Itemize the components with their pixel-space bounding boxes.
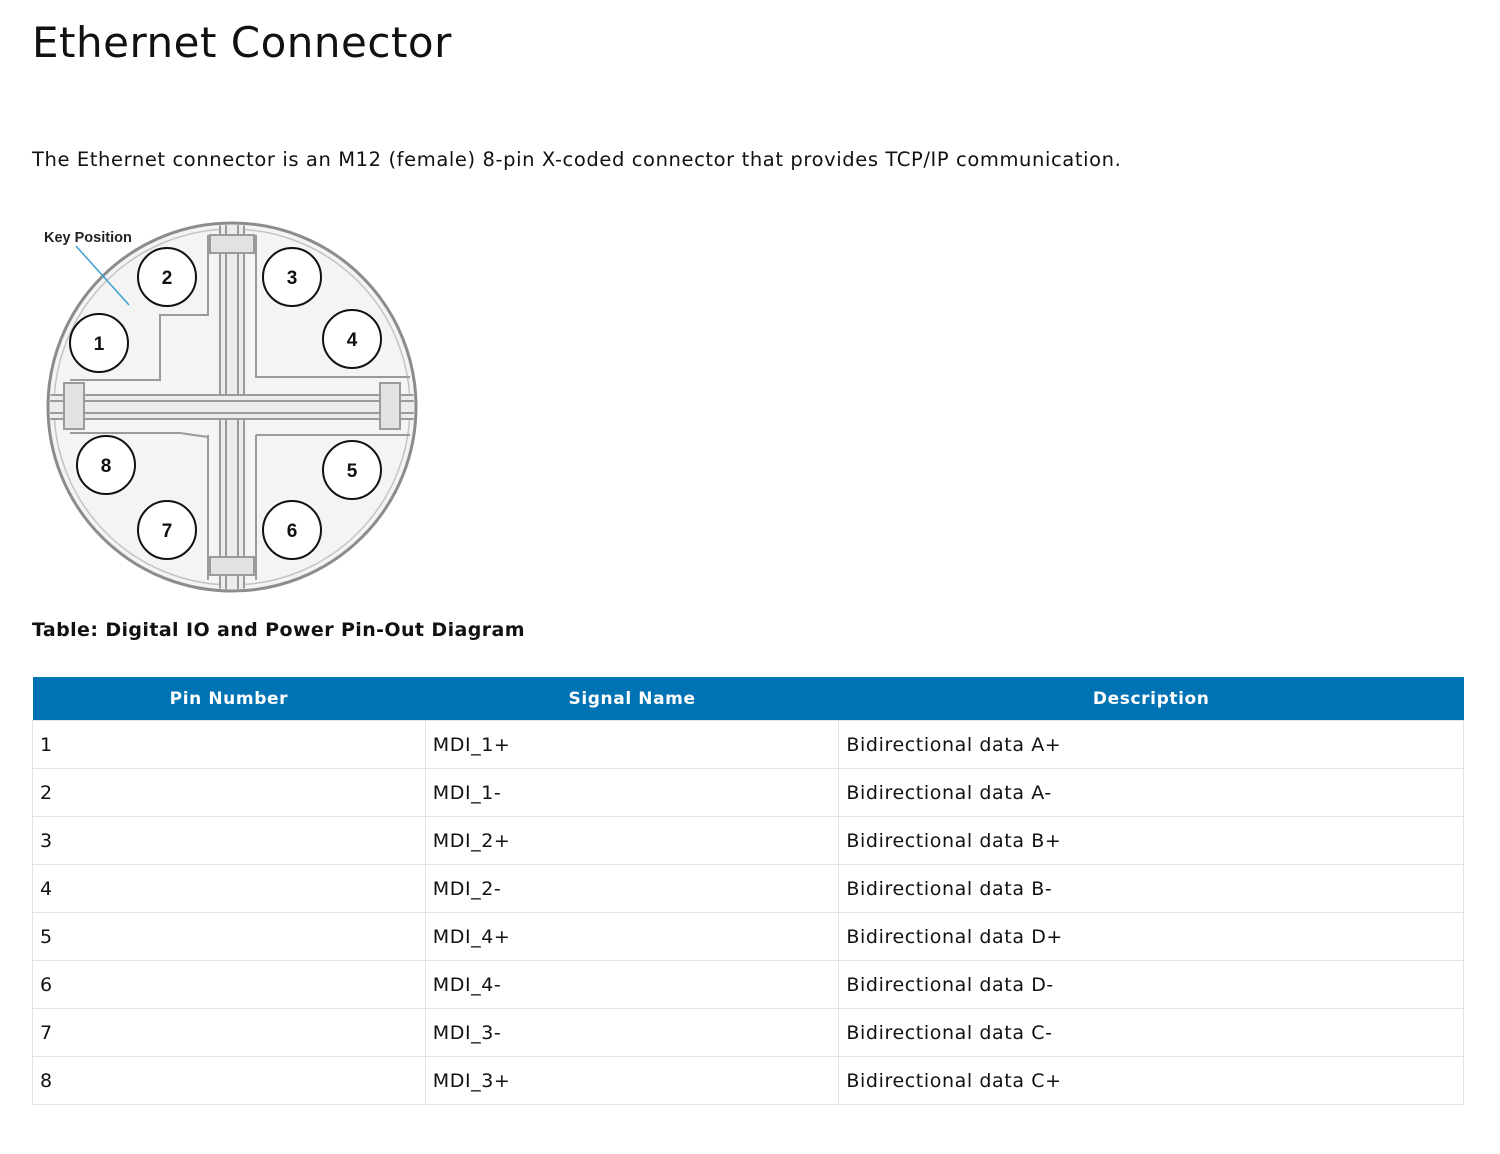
pin-1: 1 xyxy=(69,313,129,373)
pinout-table: Pin Number Signal Name Description 1 MDI… xyxy=(32,677,1464,1105)
signal-name-cell: MDI_2- xyxy=(424,864,840,913)
pin-number-cell: 3 xyxy=(32,816,426,865)
pin-3: 3 xyxy=(262,247,322,307)
signal-name-cell: MDI_4- xyxy=(424,960,840,1009)
table-row: 6 MDI_4- Bidirectional data D- xyxy=(32,960,1464,1009)
pin-number-cell: 4 xyxy=(32,864,426,913)
table-row: 5 MDI_4+ Bidirectional data D+ xyxy=(32,912,1464,961)
pin-6: 6 xyxy=(262,500,322,560)
pin-number-cell: 7 xyxy=(32,1008,426,1057)
pin-2: 2 xyxy=(137,247,197,307)
signal-name-cell: MDI_2+ xyxy=(424,816,840,865)
table-caption: Table: Digital IO and Power Pin-Out Diag… xyxy=(32,619,525,641)
table-row: 2 MDI_1- Bidirectional data A- xyxy=(32,768,1464,817)
header-signal-name: Signal Name xyxy=(425,677,839,721)
signal-name-cell: MDI_3+ xyxy=(424,1056,840,1105)
intro-paragraph: The Ethernet connector is an M12 (female… xyxy=(32,148,1122,171)
svg-text:8: 8 xyxy=(101,456,112,477)
pin-number-cell: 6 xyxy=(32,960,426,1009)
x-coding-cross xyxy=(50,225,414,589)
description-cell: Bidirectional data C+ xyxy=(838,1056,1464,1105)
signal-name-cell: MDI_1+ xyxy=(424,720,840,769)
description-cell: Bidirectional data C- xyxy=(838,1008,1464,1057)
description-cell: Bidirectional data B+ xyxy=(838,816,1464,865)
table-row: 3 MDI_2+ Bidirectional data B+ xyxy=(32,816,1464,865)
svg-text:6: 6 xyxy=(287,521,298,542)
svg-text:7: 7 xyxy=(162,521,173,542)
description-cell: Bidirectional data D+ xyxy=(838,912,1464,961)
m12-connector-diagram: Key Position 1 2 3 4 5 6 7 8 xyxy=(44,221,418,593)
table-row: 4 MDI_2- Bidirectional data B- xyxy=(32,864,1464,913)
description-cell: Bidirectional data A- xyxy=(838,768,1464,817)
svg-text:2: 2 xyxy=(162,268,173,289)
table-row: 1 MDI_1+ Bidirectional data A+ xyxy=(32,720,1464,769)
key-leader-line xyxy=(75,245,130,306)
pin-number-cell: 1 xyxy=(32,720,426,769)
signal-name-cell: MDI_4+ xyxy=(424,912,840,961)
svg-text:4: 4 xyxy=(347,330,358,351)
description-cell: Bidirectional data A+ xyxy=(838,720,1464,769)
pin-number-cell: 2 xyxy=(32,768,426,817)
signal-name-cell: MDI_3- xyxy=(424,1008,840,1057)
svg-text:1: 1 xyxy=(94,334,105,355)
pin-8: 8 xyxy=(76,435,136,495)
table-header-row: Pin Number Signal Name Description xyxy=(32,677,1464,721)
description-cell: Bidirectional data D- xyxy=(838,960,1464,1009)
pin-number-cell: 5 xyxy=(32,912,426,961)
pin-7: 7 xyxy=(137,500,197,560)
header-description: Description xyxy=(838,677,1464,721)
description-cell: Bidirectional data B- xyxy=(838,864,1464,913)
key-position-label: Key Position xyxy=(44,230,132,246)
header-pin-number: Pin Number xyxy=(32,677,426,721)
signal-name-cell: MDI_1- xyxy=(424,768,840,817)
table-row: 7 MDI_3- Bidirectional data C- xyxy=(32,1008,1464,1057)
table-row: 8 MDI_3+ Bidirectional data C+ xyxy=(32,1056,1464,1105)
svg-text:5: 5 xyxy=(347,461,358,482)
page-title: Ethernet Connector xyxy=(32,18,452,67)
pin-4: 4 xyxy=(322,309,382,369)
pin-5: 5 xyxy=(322,440,382,500)
pin-number-cell: 8 xyxy=(32,1056,426,1105)
svg-text:3: 3 xyxy=(287,268,298,289)
